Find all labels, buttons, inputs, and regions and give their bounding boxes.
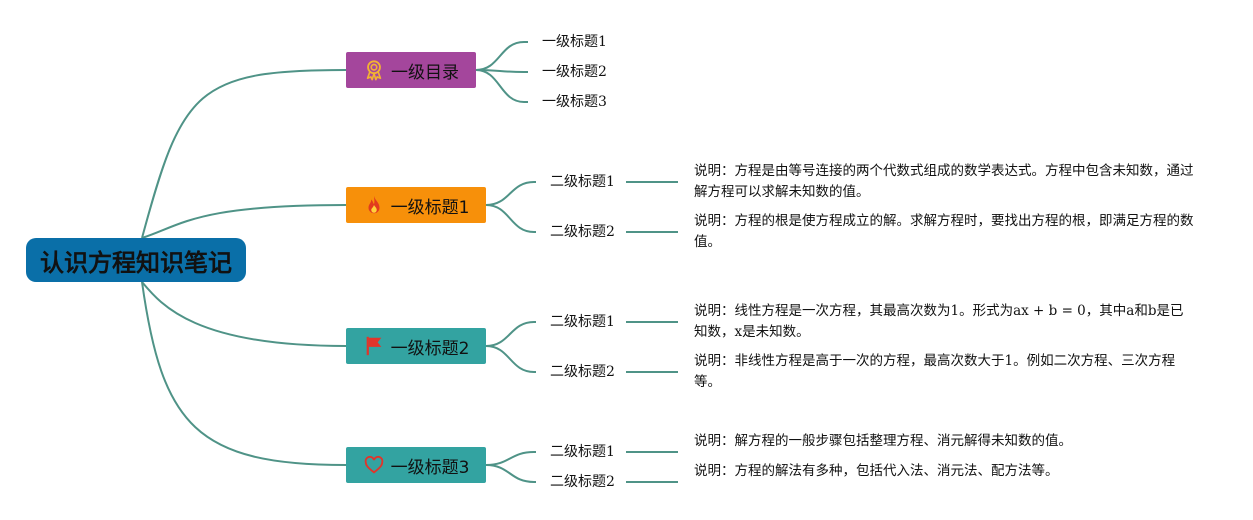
subtopic[interactable]: 一级标题3: [542, 94, 607, 110]
root-topic-label: 认识方程知识笔记: [40, 248, 232, 277]
subtopic[interactable]: 二级标题1: [550, 174, 615, 190]
subtopic[interactable]: 二级标题2: [550, 224, 615, 240]
branch-child-line: [485, 181, 536, 206]
branch-child-line: [475, 41, 528, 71]
branch-child-line: [475, 69, 528, 103]
subtopic[interactable]: 一级标题1: [542, 34, 607, 50]
heart-icon: [363, 454, 385, 476]
branch-topic[interactable]: 一级标题1: [346, 187, 486, 223]
branch-topic[interactable]: 一级标题2: [346, 328, 486, 364]
branch-topic-label: 一级标题1: [390, 197, 470, 218]
root-topic[interactable]: 认识方程知识笔记: [26, 238, 246, 282]
branch-topic-label: 一级标题3: [390, 457, 470, 478]
root-branch-line: [141, 281, 347, 466]
branch-child-line: [485, 464, 536, 483]
note-text: 说明：非线性方程是高于一次的方程，最高次数大于1。例如二次方程、三次方程等。: [694, 353, 1176, 390]
subtopic[interactable]: 二级标题2: [550, 364, 615, 380]
note-text: 说明：解方程的一般步骤包括整理方程、消元解得未知数的值。: [694, 433, 1072, 449]
note-text: 说明：线性方程是一次方程，其最高次数为1。形式为ax + b = 0，其中a和b…: [694, 303, 1184, 340]
note-text: 说明：方程的根是使方程成立的解。求解方程时，要找出方程的根，即满足方程的数值。: [694, 213, 1194, 250]
branch-child-line: [485, 451, 536, 466]
branch-topic-label: 一级目录: [391, 62, 459, 83]
award-ribbon-icon: [363, 59, 385, 81]
branch-child-line: [485, 345, 536, 373]
flame-icon: [363, 194, 385, 216]
root-branch-line: [141, 69, 347, 239]
root-branch-line: [141, 281, 347, 347]
subtopic[interactable]: 二级标题1: [550, 444, 615, 460]
subtopic[interactable]: 一级标题2: [542, 64, 607, 80]
note-text: 说明：方程是由等号连接的两个代数式组成的数学表达式。方程中包含未知数，通过解方程…: [694, 163, 1194, 200]
subtopic[interactable]: 二级标题2: [550, 474, 615, 490]
branch-child-line: [485, 321, 536, 347]
branch-topic[interactable]: 一级标题3: [346, 447, 486, 483]
branch-topic-label: 一级标题2: [390, 338, 470, 359]
note-text: 说明：方程的解法有多种，包括代入法、消元法、配方法等。: [694, 463, 1059, 479]
flag-icon: [363, 335, 385, 357]
branch-topic[interactable]: 一级目录: [346, 52, 476, 88]
root-branch-line: [141, 204, 347, 239]
subtopic[interactable]: 二级标题1: [550, 314, 615, 330]
branch-child-line: [485, 204, 536, 233]
